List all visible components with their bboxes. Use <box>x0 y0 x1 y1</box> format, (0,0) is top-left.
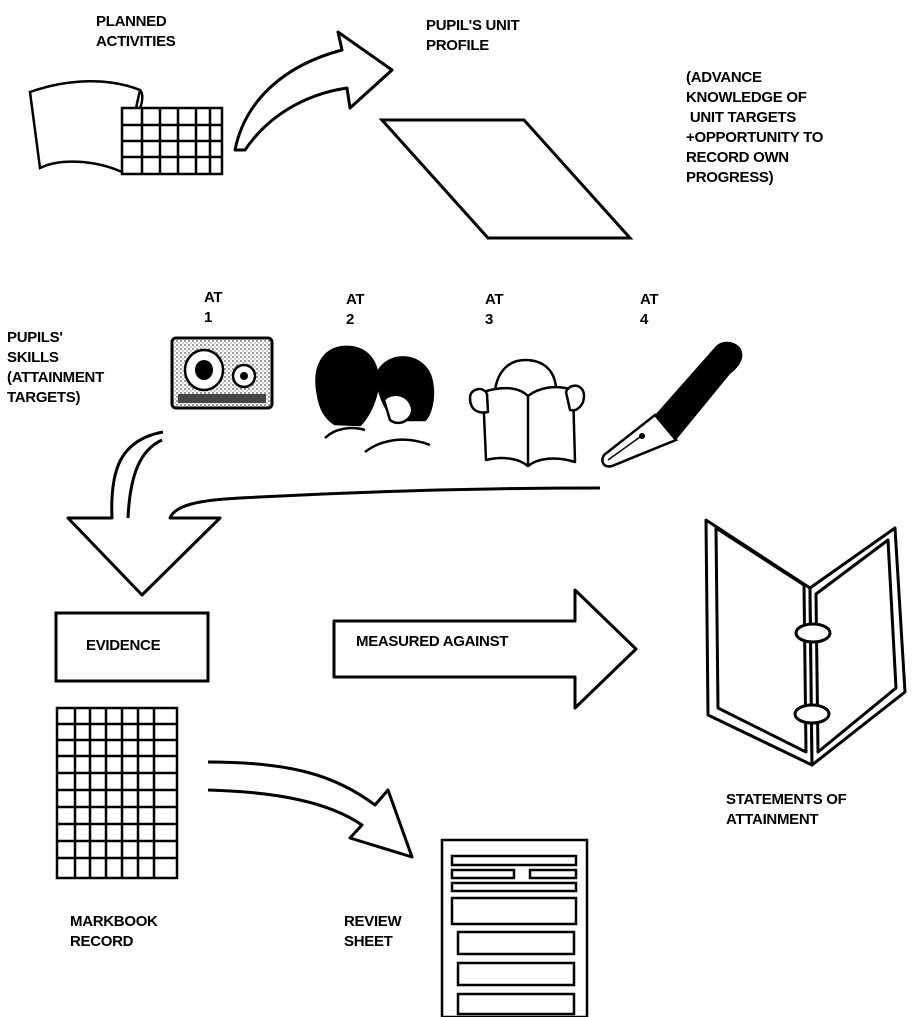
pupils-skills-label: PUPILS' SKILLS (ATTAINMENT TARGETS) <box>7 329 104 406</box>
target-label-1: AT 1 <box>204 289 223 326</box>
curved-arrow-to-evidence <box>66 430 601 597</box>
cassette-tape-icon <box>170 336 274 410</box>
ring-binder-icon <box>704 518 907 767</box>
evidence-box <box>54 611 210 683</box>
unit-profile-sheet <box>378 118 634 240</box>
measured-against-label: MEASURED AGAINST <box>356 633 509 650</box>
two-people-talking-icon <box>315 345 435 453</box>
measured-against-arrow <box>332 588 638 710</box>
person-reading-newspaper-icon <box>468 358 586 468</box>
review-sheet-icon <box>440 838 589 1017</box>
markbook-grid-icon <box>55 706 179 880</box>
target-label-2: AT 2 <box>346 291 365 328</box>
advance-note-label: (ADVANCE KNOWLEDGE OF UNIT TARGETS +OPPO… <box>686 69 824 186</box>
target-label-4: AT 4 <box>640 291 659 328</box>
planned-activities-folder-icon <box>28 80 224 176</box>
statements-label: STATEMENTS OF ATTAINMENT <box>726 791 847 828</box>
planned-activities-label: PLANNED ACTIVITIES <box>96 13 176 50</box>
curved-arrow-to-review <box>207 760 414 859</box>
fountain-pen-icon <box>601 341 743 468</box>
unit-profile-label: PUPIL'S UNIT PROFILE <box>426 17 520 54</box>
review-sheet-label: REVIEW SHEET <box>344 913 402 950</box>
curved-arrow-to-profile <box>233 30 394 152</box>
evidence-label: EVIDENCE <box>86 637 161 654</box>
target-label-3: AT 3 <box>485 291 504 328</box>
markbook-label: MARKBOOK RECORD <box>70 913 158 950</box>
